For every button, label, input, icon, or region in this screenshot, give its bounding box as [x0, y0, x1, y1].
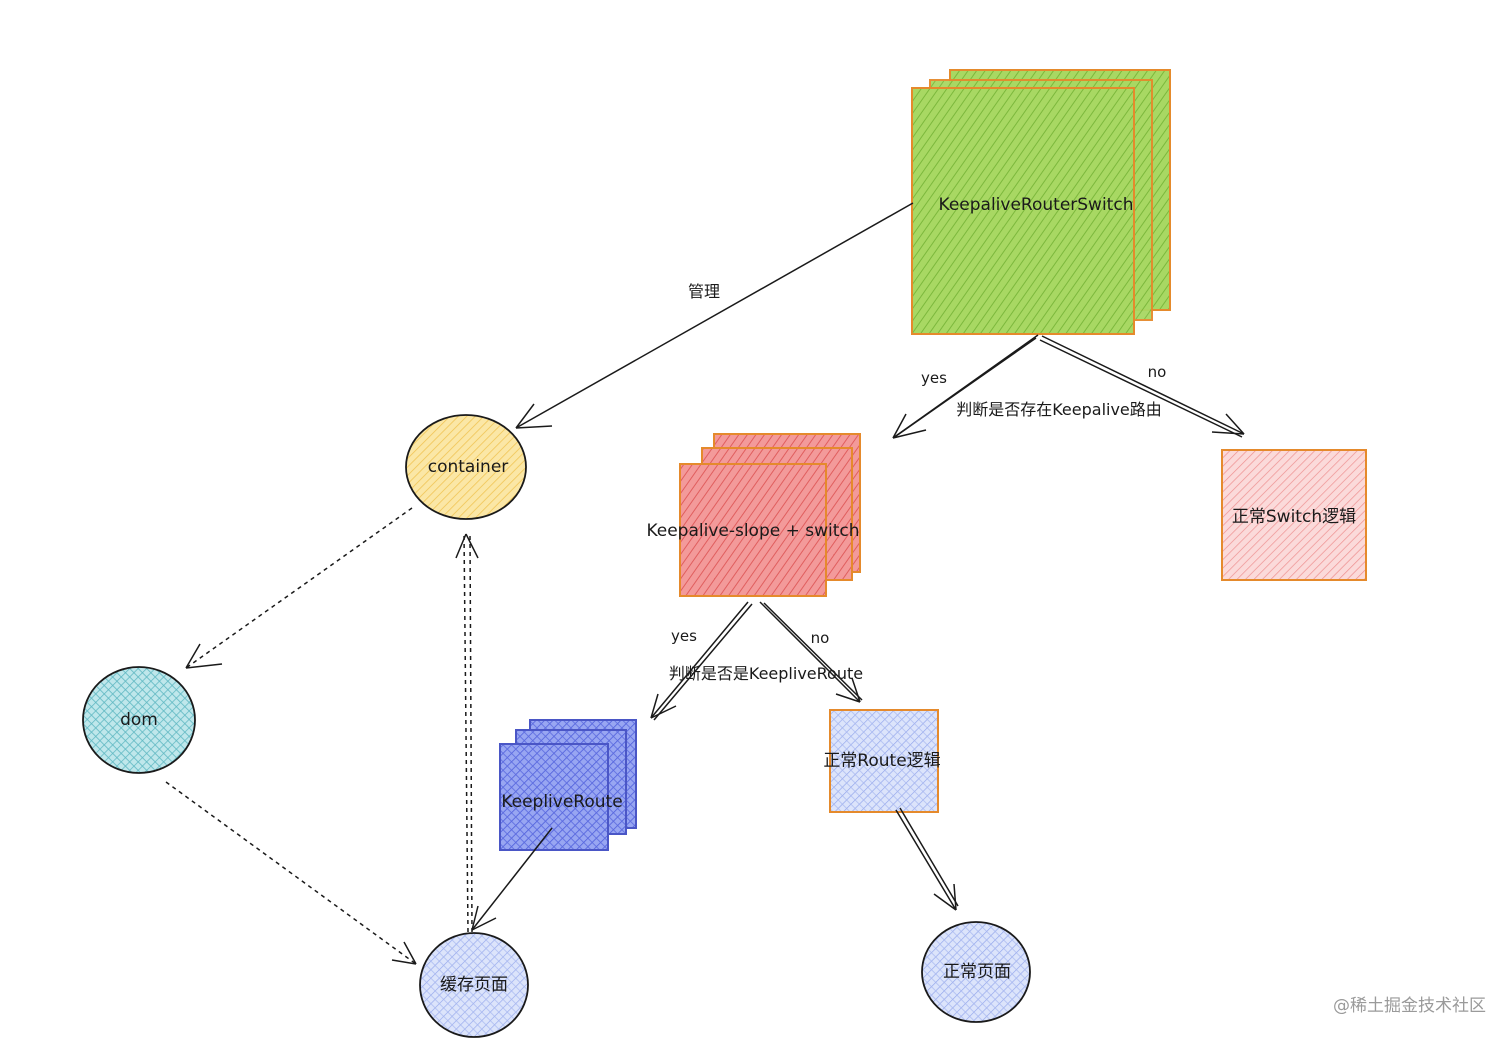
label-dom: dom: [120, 710, 158, 730]
node-keepalive-slope-switch: Keepalive-slope + switch: [646, 433, 861, 597]
node-keepalive-router-switch: KeepaliveRouterSwitch: [911, 69, 1171, 335]
label-cached-page: 缓存页面: [440, 975, 508, 995]
edge-label-manage: 管理: [688, 282, 720, 301]
node-dom: dom: [82, 666, 196, 774]
edge-label-no-1: no: [1148, 363, 1167, 381]
edge-label-decision-2: 判断是否是KeepliveRoute: [669, 664, 863, 683]
edge-manage: [515, 202, 914, 429]
edge-label-no-2: no: [811, 629, 830, 647]
edge-cached-to-container: [455, 533, 479, 933]
label-normal-switch-logic: 正常Switch逻辑: [1232, 507, 1356, 527]
label-keepalive-router-switch: KeepaliveRouterSwitch: [939, 195, 1134, 215]
node-keeplive-route: KeepliveRoute: [499, 719, 637, 851]
edge-container-to-dom: [185, 507, 413, 669]
edge-label-yes-1: yes: [921, 369, 947, 387]
edge-route-to-normal-page: [895, 807, 959, 911]
node-normal-switch-logic: 正常Switch逻辑: [1221, 449, 1367, 581]
label-container: container: [428, 457, 509, 477]
watermark: @稀土掘金技术社区: [1333, 996, 1486, 1016]
edge-yes-2: [650, 601, 753, 721]
node-normal-page: 正常页面: [921, 921, 1031, 1023]
edge-dom-to-cached: [165, 781, 417, 965]
label-normal-page: 正常页面: [943, 962, 1011, 982]
node-container: container: [405, 414, 527, 520]
node-normal-route-logic: 正常Route逻辑: [823, 709, 941, 813]
edge-label-yes-2: yes: [671, 627, 697, 645]
edge-yes-1: [892, 334, 1039, 439]
edge-label-decision-1: 判断是否存在Keepalive路由: [956, 400, 1162, 419]
edge-no-1: [1039, 335, 1245, 438]
node-cached-page: 缓存页面: [419, 932, 529, 1038]
edge-no-2: [759, 601, 863, 703]
label-keeplive-route: KeepliveRoute: [501, 792, 622, 812]
edge-keeplive-to-cached: [471, 827, 553, 931]
label-keepalive-slope-switch: Keepalive-slope + switch: [646, 521, 859, 541]
label-normal-route-logic: 正常Route逻辑: [823, 751, 940, 771]
